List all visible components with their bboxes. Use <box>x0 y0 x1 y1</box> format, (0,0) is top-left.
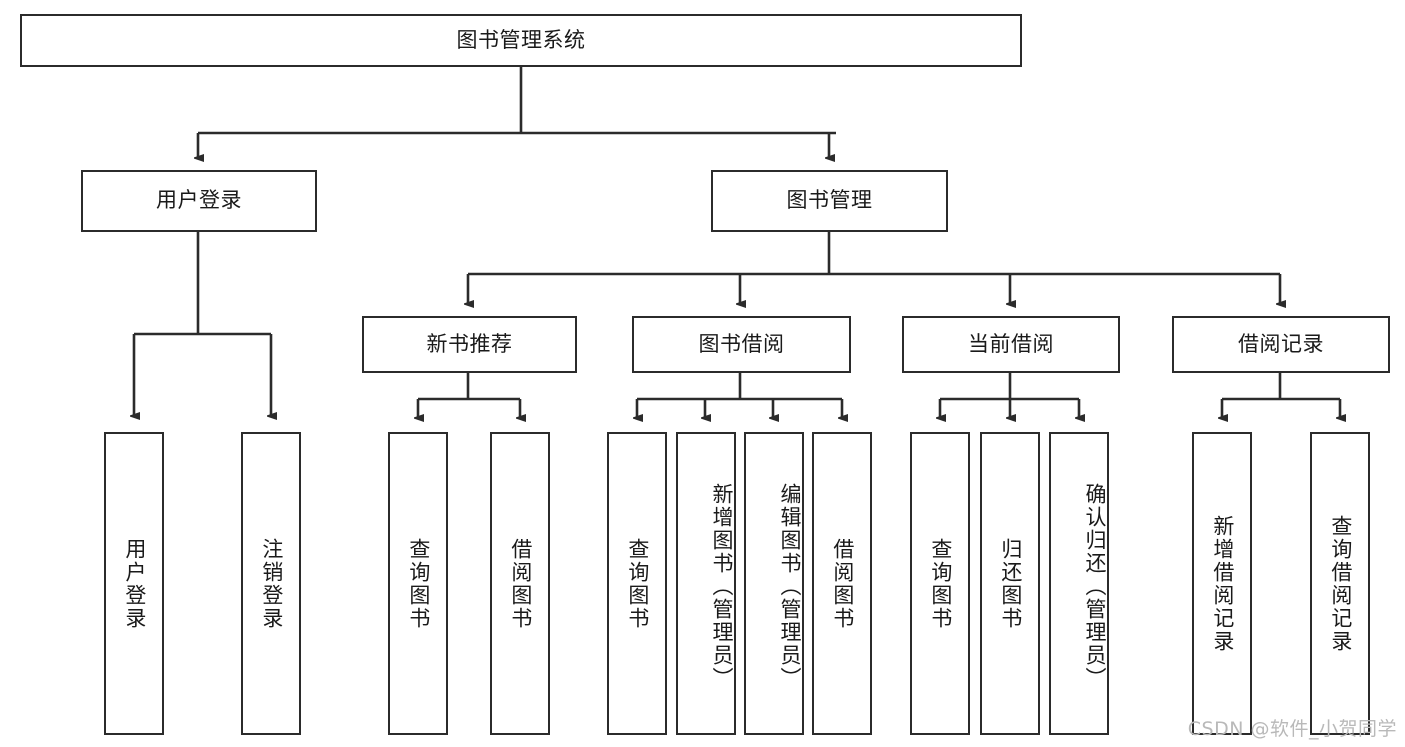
node-leaf-user-login[interactable]: 用户登录 <box>104 432 164 735</box>
node-user-login[interactable]: 用户登录 <box>81 170 317 232</box>
node-user-login-label: 用户登录 <box>156 188 242 213</box>
node-leaf-logout-label: 注销登录 <box>259 537 284 630</box>
node-leaf-borrow-book-2[interactable]: 借阅图书 <box>812 432 872 735</box>
node-root-label: 图书管理系统 <box>456 27 586 52</box>
node-current-borrow-label: 当前借阅 <box>968 331 1054 356</box>
node-leaf-query-record[interactable]: 查询借阅记录 <box>1310 432 1370 735</box>
node-current-borrow[interactable]: 当前借阅 <box>902 316 1120 373</box>
node-leaf-query-book-3-label: 查询图书 <box>928 537 953 630</box>
node-borrow-record-label: 借阅记录 <box>1238 331 1324 356</box>
node-leaf-user-login-label: 用户登录 <box>122 537 147 630</box>
node-root[interactable]: 图书管理系统 <box>20 14 1022 67</box>
node-leaf-query-record-label: 查询借阅记录 <box>1328 514 1353 653</box>
node-leaf-confirm-return-label: 确认归还（管理员） <box>1083 483 1107 690</box>
node-leaf-confirm-return[interactable]: 确认归还（管理员） <box>1049 432 1109 735</box>
node-new-book-rec[interactable]: 新书推荐 <box>362 316 577 373</box>
node-leaf-add-book-label: 新增图书（管理员） <box>710 483 734 690</box>
node-book-borrow-label: 图书借阅 <box>698 331 785 356</box>
node-leaf-borrow-book-2-label: 借阅图书 <box>830 537 855 630</box>
node-book-manage[interactable]: 图书管理 <box>711 170 948 232</box>
node-leaf-query-book-1[interactable]: 查询图书 <box>388 432 448 735</box>
node-leaf-logout[interactable]: 注销登录 <box>241 432 301 735</box>
node-leaf-return-book[interactable]: 归还图书 <box>980 432 1040 735</box>
node-book-borrow[interactable]: 图书借阅 <box>632 316 851 373</box>
node-new-book-rec-label: 新书推荐 <box>426 331 513 356</box>
node-leaf-query-book-1-label: 查询图书 <box>406 537 431 630</box>
node-leaf-query-book-2-label: 查询图书 <box>625 537 650 630</box>
node-leaf-borrow-book-1-label: 借阅图书 <box>508 537 533 630</box>
node-leaf-borrow-book-1[interactable]: 借阅图书 <box>490 432 550 735</box>
node-book-manage-label: 图书管理 <box>786 188 873 213</box>
node-leaf-add-book[interactable]: 新增图书（管理员） <box>676 432 736 735</box>
node-leaf-add-record[interactable]: 新增借阅记录 <box>1192 432 1252 735</box>
watermark-text: CSDN @软件_小贺同学 <box>1187 718 1397 740</box>
node-leaf-edit-book[interactable]: 编辑图书（管理员） <box>744 432 804 735</box>
node-leaf-add-record-label: 新增借阅记录 <box>1210 514 1235 653</box>
node-borrow-record[interactable]: 借阅记录 <box>1172 316 1390 373</box>
node-leaf-edit-book-label: 编辑图书（管理员） <box>778 483 802 690</box>
node-leaf-query-book-3[interactable]: 查询图书 <box>910 432 970 735</box>
node-leaf-return-book-label: 归还图书 <box>998 537 1023 630</box>
node-leaf-query-book-2[interactable]: 查询图书 <box>607 432 667 735</box>
